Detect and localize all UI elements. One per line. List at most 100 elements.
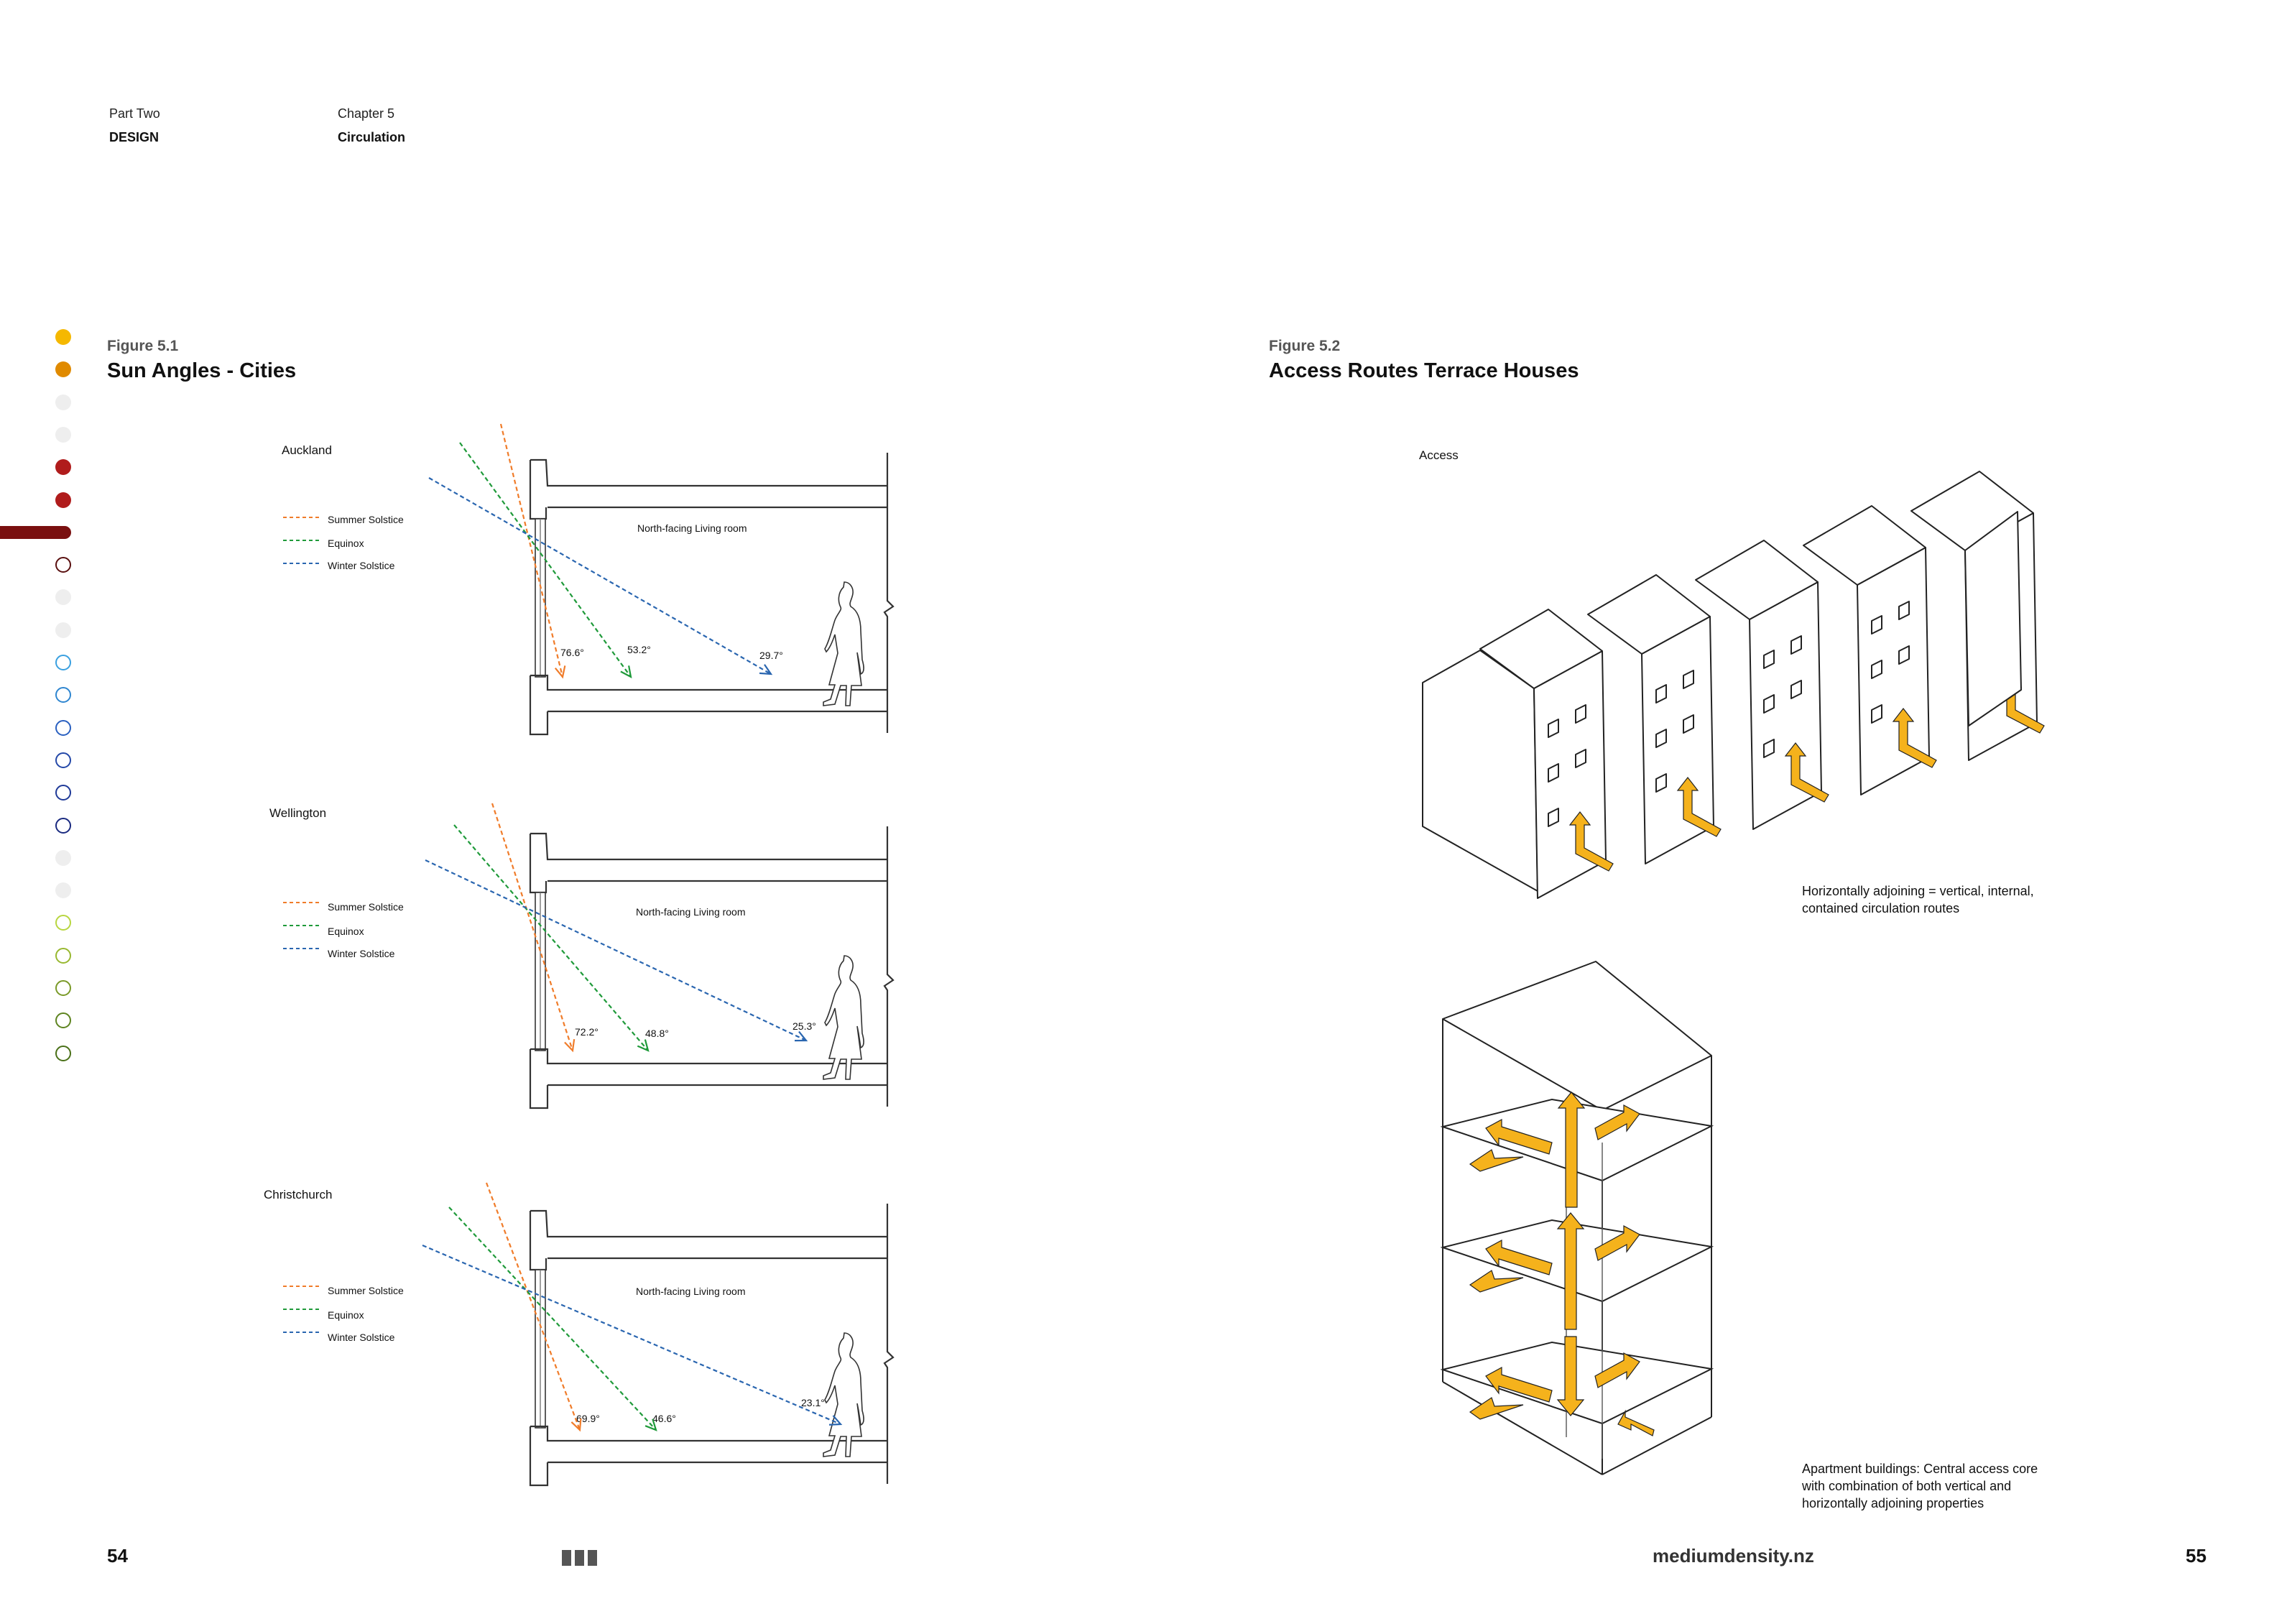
chapter-label: Chapter 5 xyxy=(338,106,395,121)
nav-dot[interactable] xyxy=(55,882,71,899)
site-link[interactable]: mediumdensity.nz xyxy=(1653,1545,1814,1567)
summer-ray-head xyxy=(570,1418,582,1432)
city-label: Christchurch xyxy=(264,1188,333,1201)
summer-ray-head xyxy=(554,665,566,679)
nav-dot[interactable] xyxy=(55,817,71,834)
access-arrow-icon xyxy=(1784,742,1829,803)
nav-dot[interactable] xyxy=(55,459,71,476)
access-arrow-icon xyxy=(1469,1270,1524,1293)
winter-ray xyxy=(425,859,807,1041)
access-label: Access xyxy=(1419,448,1459,462)
window xyxy=(1871,660,1882,679)
access-arrow-icon xyxy=(1469,1149,1524,1172)
nav-dot[interactable] xyxy=(55,752,71,768)
winter-ray-head xyxy=(828,1415,843,1426)
nav-dot[interactable] xyxy=(55,361,71,378)
window xyxy=(1655,684,1667,703)
angle-winter: 25.3° xyxy=(793,1020,816,1032)
nav-dot[interactable] xyxy=(55,1045,71,1061)
nav-dot[interactable] xyxy=(55,655,71,670)
nav-active-bar[interactable] xyxy=(0,525,71,539)
nav-dot[interactable] xyxy=(55,980,71,996)
roof xyxy=(1479,609,1603,689)
rear-wall xyxy=(883,826,895,1107)
summer-ray-head xyxy=(564,1038,576,1053)
nav-dot[interactable] xyxy=(55,947,71,964)
roof xyxy=(1803,505,1926,586)
person-icon xyxy=(823,1332,864,1457)
roof xyxy=(1695,540,1819,620)
window xyxy=(1575,749,1586,768)
nav-dot[interactable] xyxy=(55,394,71,410)
summer-ray xyxy=(491,803,574,1051)
window xyxy=(1898,601,1910,620)
window xyxy=(1871,704,1882,724)
caption-apartment: Apartment buildings: Central access core… xyxy=(1802,1462,2038,1510)
window xyxy=(1898,645,1910,665)
floor-plate xyxy=(1440,1219,1714,1303)
window xyxy=(1790,680,1802,699)
legend-equinox: Equinox xyxy=(328,926,364,937)
legend-winter: Winter Solstice xyxy=(328,948,395,959)
floor-slab xyxy=(529,674,887,736)
part-title: DESIGN xyxy=(109,130,160,144)
window xyxy=(1655,729,1667,748)
angle-summer: 76.6° xyxy=(560,647,584,658)
window xyxy=(1763,739,1775,758)
nav-dot[interactable] xyxy=(55,1012,71,1029)
nav-dot[interactable] xyxy=(55,557,71,573)
nav-dot[interactable] xyxy=(55,785,71,801)
window xyxy=(1548,719,1559,738)
angle-winter: 29.7° xyxy=(759,650,783,661)
nav-dot[interactable] xyxy=(55,915,71,931)
page-number-left: 54 xyxy=(107,1545,128,1567)
nav-dot[interactable] xyxy=(55,492,71,508)
window xyxy=(1548,763,1559,783)
room-label: North-facing Living room xyxy=(636,1286,746,1297)
equinox-ray-head xyxy=(620,665,632,679)
winter-ray xyxy=(428,477,772,675)
roof xyxy=(1910,471,2034,551)
page-number-right: 55 xyxy=(2186,1545,2206,1567)
nav-dot[interactable] xyxy=(55,849,71,866)
figure-title: Sun Angles - Cities xyxy=(107,359,297,382)
nav-dot[interactable] xyxy=(55,622,71,638)
legend-equinox: Equinox xyxy=(328,1309,364,1321)
equinox-ray xyxy=(453,824,649,1051)
room-label: North-facing Living room xyxy=(636,906,746,918)
end-wall xyxy=(1964,511,2022,726)
access-arrow-icon xyxy=(1556,1212,1585,1330)
legend-summer: Summer Solstice xyxy=(328,901,404,913)
gable-end xyxy=(1422,650,1538,892)
legend-summer: Summer Solstice xyxy=(328,514,404,525)
angle-equinox: 48.8° xyxy=(645,1028,669,1039)
nav-dot[interactable] xyxy=(55,589,71,606)
person-icon xyxy=(823,581,864,706)
legend-equinox: Equinox xyxy=(328,538,364,549)
summer-ray xyxy=(499,423,564,678)
winter-ray xyxy=(422,1244,841,1426)
window xyxy=(1683,714,1694,734)
access-arrow-icon xyxy=(1892,708,1937,768)
legend-summer: Summer Solstice xyxy=(328,1285,404,1296)
winter-ray-head xyxy=(794,1030,808,1042)
nav-dot[interactable] xyxy=(55,426,71,443)
roof xyxy=(1587,574,1711,655)
entry-arrow-icon xyxy=(1617,1409,1655,1436)
legend-winter: Winter Solstice xyxy=(328,560,395,571)
angle-summer: 69.9° xyxy=(576,1413,600,1424)
caption-terrace: Horizontally adjoining = vertical, inter… xyxy=(1802,884,2034,915)
nav-dot[interactable] xyxy=(55,687,71,703)
room-label: North-facing Living room xyxy=(637,522,747,534)
access-arrow-icon xyxy=(1594,1352,1640,1388)
floor-plate xyxy=(1440,1341,1714,1425)
access-arrow-icon xyxy=(1469,1397,1524,1420)
nav-dot[interactable] xyxy=(55,329,71,345)
block-roof xyxy=(1442,961,1712,1111)
logo-icon xyxy=(562,1549,598,1571)
nav-dot[interactable] xyxy=(55,719,71,736)
city-label: Auckland xyxy=(282,443,332,457)
window xyxy=(1763,694,1775,714)
floor-slab xyxy=(529,1425,887,1487)
